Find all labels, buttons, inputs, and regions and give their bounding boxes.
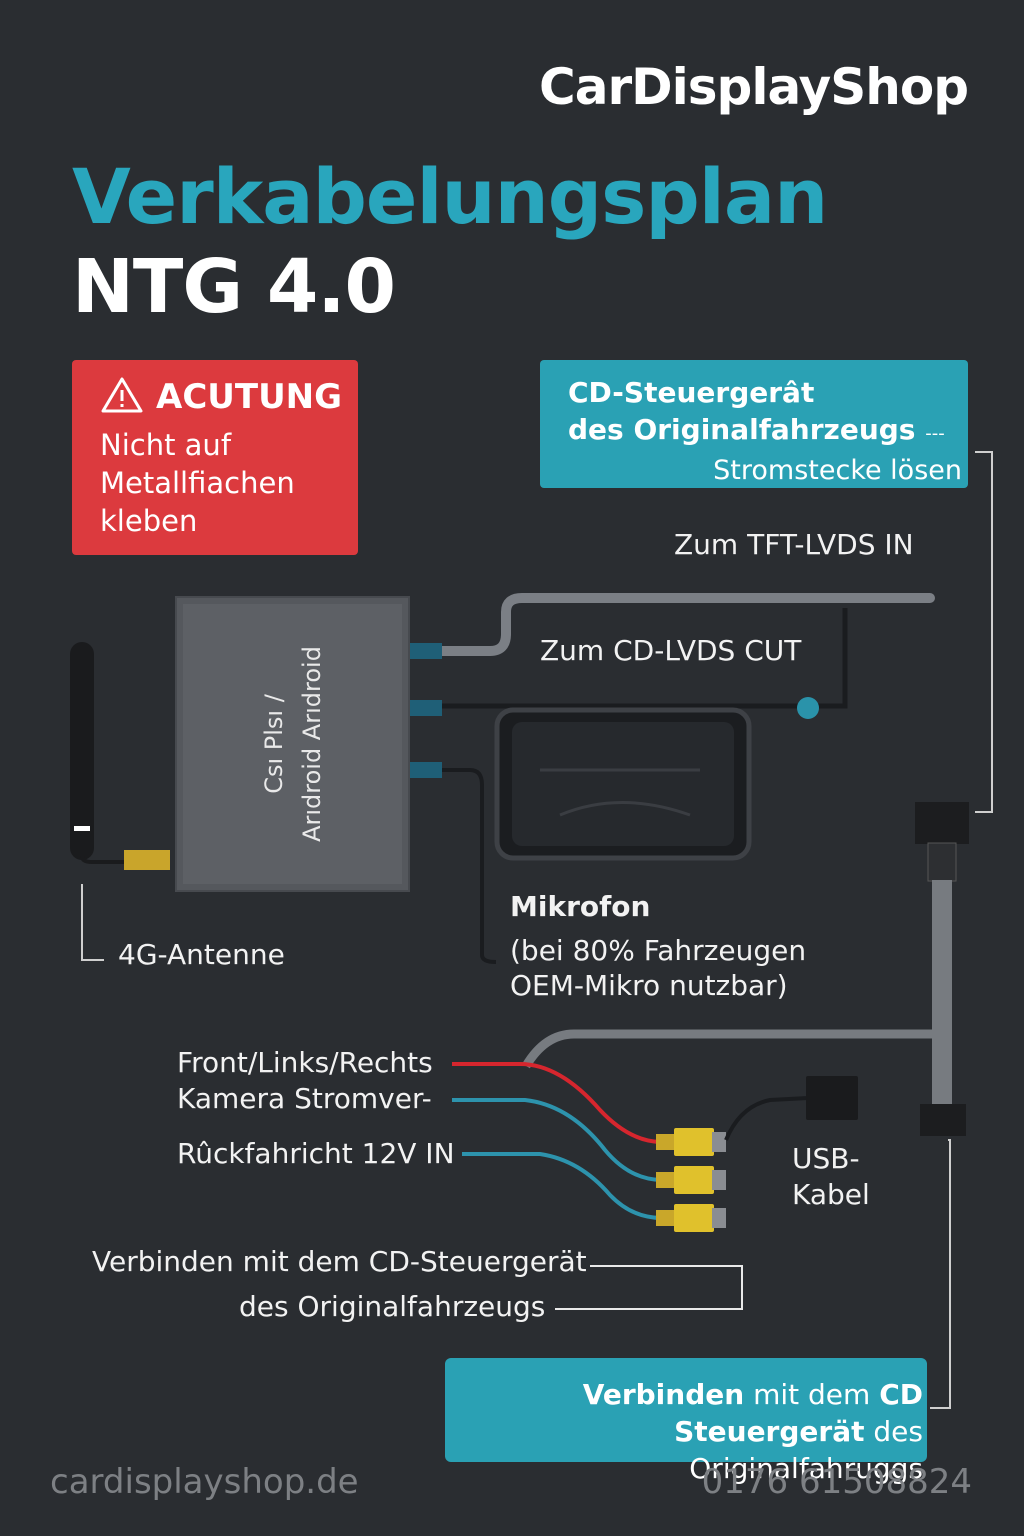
main-harness-cable — [435, 593, 935, 656]
camera-power-wire — [452, 1062, 663, 1144]
bottom-box-bracket — [930, 1139, 951, 1409]
harness-vertical-cable — [932, 880, 952, 1106]
antenna-marker — [74, 826, 90, 831]
port-3 — [410, 762, 442, 778]
harness-branch-cable — [522, 1029, 932, 1069]
connect-cd-unit-box: Verbinden mit dem CD Steuergerät des Ori… — [445, 1358, 927, 1485]
cd-lvds-plug — [797, 697, 819, 719]
harness-connector-top-neck — [927, 842, 957, 882]
cd-lvds-label: Zum CD-LVDS CUT — [540, 634, 802, 667]
brand-logo: CarDisplayShop — [539, 58, 969, 116]
port-2 — [410, 700, 442, 716]
camera-power-label-line2: Kamera Stromver- — [177, 1082, 432, 1115]
connect-label-line2: des Originalfahrzeugs — [239, 1290, 546, 1323]
antenna-label: 4G-Antenne — [118, 938, 285, 971]
antenna-label-bracket — [81, 884, 104, 961]
rca-connector-1 — [656, 1128, 726, 1156]
warning-box: ACUTUNG Nicht auf Metallfiachen kleben — [72, 360, 358, 555]
reverse-wire — [462, 1152, 663, 1220]
warning-title: ACUTUNG — [156, 377, 343, 417]
camera-power-label-line1: Front/Links/Rechts — [177, 1046, 433, 1079]
cd-box-line2: des Originalfahrzeugs --- — [568, 413, 945, 446]
page-subtitle: NTG 4.0 — [72, 244, 396, 330]
usb-cable — [724, 1096, 809, 1141]
camera-signal-wire — [452, 1098, 663, 1182]
warning-line: kleben — [100, 504, 198, 538]
usb-cable-label-line1: USB- — [792, 1142, 860, 1175]
phone-number: 0176 61508824 — [701, 1462, 972, 1502]
rca-connector-3 — [656, 1204, 726, 1232]
connect-label-line1: Verbinden mit dem CD-Steuergerät — [92, 1245, 587, 1278]
interface-box: Csı Plsı / Arıdroid Arıdroid — [175, 596, 410, 892]
usb-plug — [806, 1076, 858, 1120]
warning-line: Metallfiachen — [100, 466, 295, 500]
cd-lvds-cable — [440, 608, 848, 709]
cd-box-line3: Stromstecke lösen — [713, 455, 962, 486]
warning-line: Nicht auf — [100, 428, 232, 462]
cd-control-unit-box: CD-Steuergerât des Originalfahrzeugs ---… — [540, 360, 968, 488]
harness-connector-top — [915, 802, 969, 844]
page-title: Verkabelungsplan — [72, 152, 828, 241]
cd-box-line1: CD-Steuergerât — [568, 376, 815, 409]
antenna-sma-connector — [124, 850, 170, 870]
device-label-line2: Arıdroid Arıdroid — [297, 646, 326, 842]
harness-connector-bottom — [920, 1104, 966, 1136]
website-link[interactable]: cardisplayshop.de — [50, 1462, 359, 1502]
mic-cable — [440, 768, 497, 964]
connect-bracket — [555, 1265, 743, 1310]
microphone-note-line1: (bei 80% Fahrzeugen — [510, 934, 807, 967]
antenna-body — [70, 642, 94, 860]
device-label-line1: Csı Plsı / — [259, 694, 288, 794]
tft-lvds-label: Zum TFT-LVDS IN — [674, 528, 914, 561]
antenna-cable — [80, 840, 128, 864]
microphone-title: Mikrofon — [510, 890, 651, 923]
cd-box-bracket — [975, 451, 993, 813]
rca-connector-2 — [656, 1166, 726, 1194]
usb-cable-label-line2: Kabel — [792, 1178, 870, 1211]
port-1 — [410, 643, 442, 659]
reverse-light-label: Rûckfahricht 12V IN — [177, 1137, 455, 1170]
warning-triangle-icon — [100, 376, 144, 418]
microphone-note-line2: OEM-Mikro nutzbar) — [510, 969, 788, 1002]
